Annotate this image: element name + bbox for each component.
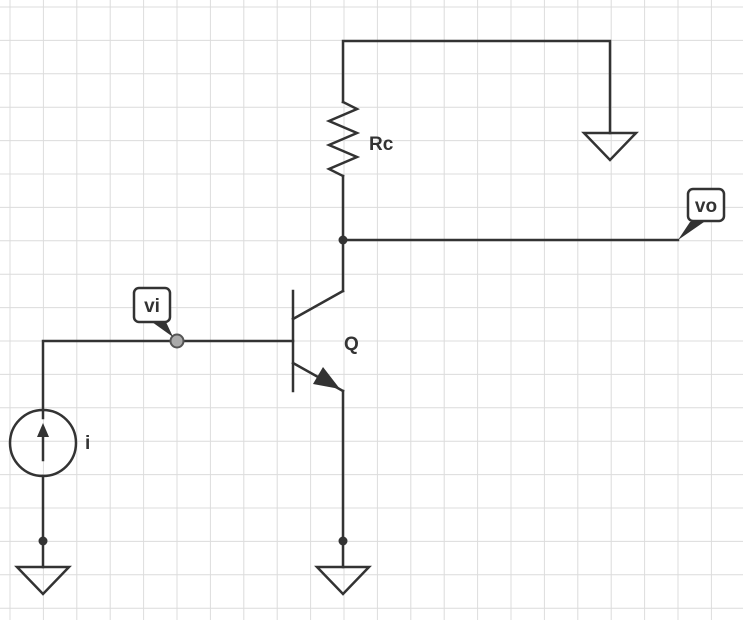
output-tag-box xyxy=(686,187,726,223)
input-tag-box xyxy=(132,286,172,324)
input-wire xyxy=(41,339,295,420)
ground-icon xyxy=(581,131,639,162)
source-ground-dot xyxy=(38,536,48,546)
top-supply-wire xyxy=(341,39,612,135)
input-node-dot[interactable] xyxy=(169,333,185,349)
input-tag-pointer xyxy=(152,322,173,337)
output-node-label: vo xyxy=(695,196,717,217)
emitter-ground-dot xyxy=(338,536,348,546)
source-label: i xyxy=(85,433,90,454)
ground-icon xyxy=(14,565,72,596)
transistor-collector-leg xyxy=(291,289,345,321)
resistor-icon xyxy=(325,100,361,178)
input-node-tag[interactable]: vi xyxy=(132,286,173,337)
output-node-tag[interactable]: vo xyxy=(678,187,726,240)
ground-icon xyxy=(314,565,372,596)
output-junction-dot xyxy=(338,235,348,245)
output-tag-pointer xyxy=(678,222,704,240)
transistor-label: Q xyxy=(344,334,359,355)
emitter-arrow xyxy=(313,367,340,389)
input-node-label: vi xyxy=(144,296,160,317)
resistor-label: Rc xyxy=(369,134,394,155)
